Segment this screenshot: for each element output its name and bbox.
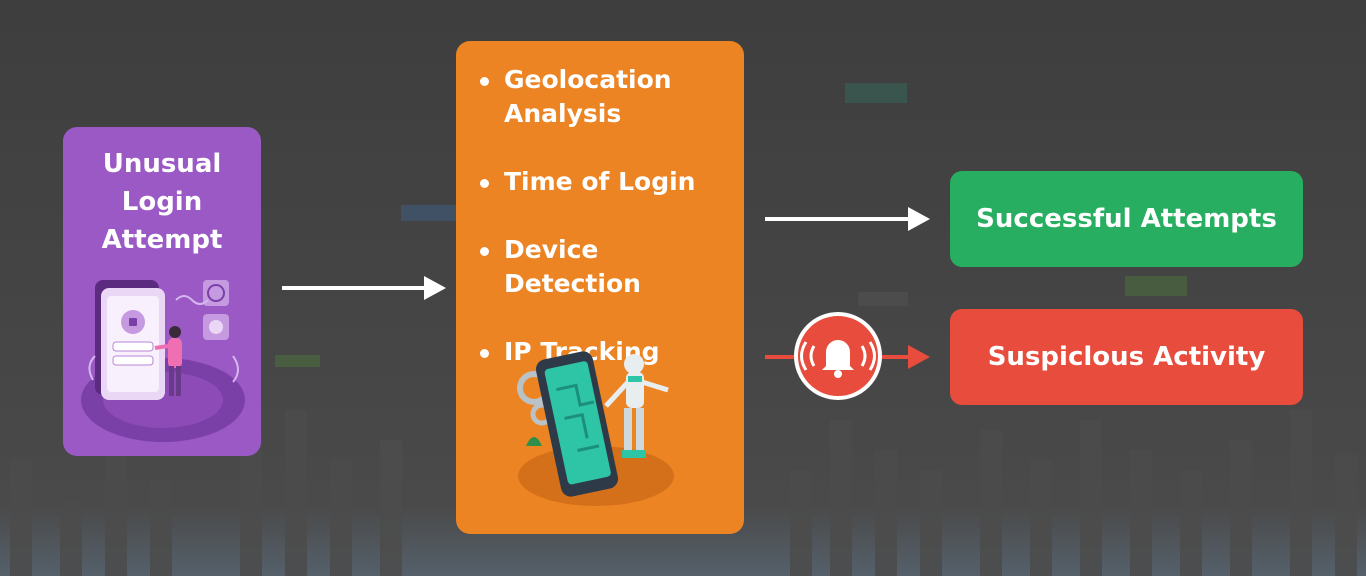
suspicious-activity-label: Suspiclous Activity xyxy=(987,342,1266,372)
check-item-time: Time of Login xyxy=(478,165,738,199)
bullet-icon xyxy=(480,179,489,188)
unusual-login-title: Unusual Login Attempt xyxy=(101,149,223,255)
bullet-icon xyxy=(480,247,489,256)
successful-attempts-label: Successful Attempts xyxy=(976,204,1277,234)
phone-fingerprint-login-illustration xyxy=(81,280,245,442)
suspicious-activity-box: Suspiclous Activity xyxy=(950,309,1303,405)
check-label: Geolocation Analysis xyxy=(504,65,672,128)
bell-alarm-icon xyxy=(794,312,882,400)
bullet-icon xyxy=(480,349,489,358)
successful-attempts-box: Successful Attempts xyxy=(950,171,1303,267)
checks-card: Geolocation Analysis Time of Login Devic… xyxy=(456,41,744,534)
check-label: Device Detection xyxy=(504,235,641,298)
robot-phone-circuit-illustration xyxy=(517,351,674,506)
check-item-device: Device Detection xyxy=(478,233,738,301)
unusual-login-card: Unusual Login Attempt xyxy=(63,127,261,456)
bullet-icon xyxy=(480,77,489,86)
check-label: Time of Login xyxy=(504,167,696,196)
check-item-geolocation: Geolocation Analysis xyxy=(478,63,738,131)
arrow-to-success xyxy=(765,207,930,231)
